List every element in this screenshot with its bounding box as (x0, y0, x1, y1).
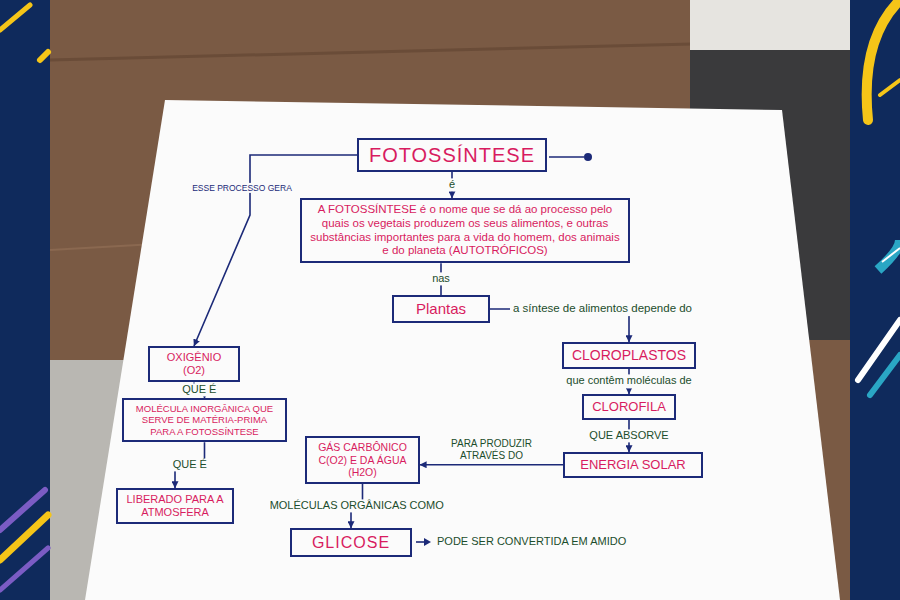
title-box: FOTOSSÍNTESE (357, 138, 547, 172)
concept-box: CLOROFILA (582, 394, 676, 420)
concept-box: OXIGÊNIO (O2) (148, 346, 240, 382)
node-text: A FOTOSSÍNTESE é o nome que se dá ao pro… (308, 203, 622, 258)
edge-label: PARA PRODUZIR ATRAVÉS DO (439, 438, 545, 462)
edge-label: é (446, 178, 458, 191)
frame-stripe (878, 240, 900, 270)
node-text: GÁS CARBÔNICO C(O2) E DA ÁGUA (H2O) (313, 441, 412, 479)
edge-label: QUE É (170, 458, 210, 471)
frame-stripe (858, 320, 900, 380)
frame-stripe (882, 248, 900, 262)
node-text: GLICOSE (298, 533, 404, 552)
concept-box: ENERGIA SOLAR (563, 452, 703, 478)
frame-stripe (0, 5, 30, 30)
frame-bar (850, 0, 900, 600)
edge-label: QUE É (179, 384, 219, 397)
node-text: FOTOSSÍNTESE (365, 143, 539, 167)
wall-area (690, 0, 850, 50)
free-label: PODE SER CONVERTIDA EM AMIDO (434, 535, 629, 548)
concept-box: MOLÉCULA INORGÂNICA QUE SERVE DE MATÉRIA… (122, 398, 287, 442)
paper-sheet (85, 100, 840, 600)
frame-stripe (40, 52, 48, 60)
edge-label: ESSE PROCESSO GERA (189, 183, 295, 193)
leader-line (416, 541, 425, 543)
edge-label: a síntese de alimentos depende do (510, 302, 695, 316)
frame-stripe (867, 0, 900, 120)
concept-box: CLOROPLASTOS (562, 342, 696, 369)
frame-stripe (870, 355, 900, 395)
concept-box: GLICOSE (290, 528, 412, 557)
concept-box: Plantas (392, 295, 490, 323)
node-text: CLOROPLASTOS (570, 347, 688, 364)
edge-label: QUE ABSORVE (586, 429, 671, 442)
frame-stripe (880, 80, 900, 95)
title-dot (584, 153, 592, 161)
node-text: CLOROFILA (590, 399, 668, 415)
node-text: ENERGIA SOLAR (571, 457, 695, 473)
edge-label: que contêm moléculas de (563, 375, 694, 388)
connector (420, 464, 563, 466)
edge-label: nas (429, 273, 453, 286)
definition-box: A FOTOSSÍNTESE é o nome que se dá ao pro… (300, 198, 630, 263)
edge-label: MOLÉCULAS ORGÂNICAS COMO (267, 499, 447, 512)
title-tail (549, 156, 584, 158)
frame-stripe (0, 548, 48, 590)
node-text: Plantas (400, 300, 482, 318)
node-text: MOLÉCULA INORGÂNICA QUE SERVE DE MATÉRIA… (130, 403, 279, 437)
node-text: OXIGÊNIO (O2) (156, 351, 232, 377)
concept-box: LIBERADO PARA A ATMOSFERA (116, 488, 234, 524)
frame-bar (0, 0, 50, 600)
leader-arrowhead (424, 538, 431, 546)
node-text: LIBERADO PARA A ATMOSFERA (124, 493, 226, 519)
concept-box: GÁS CARBÔNICO C(O2) E DA ÁGUA (H2O) (305, 436, 420, 484)
